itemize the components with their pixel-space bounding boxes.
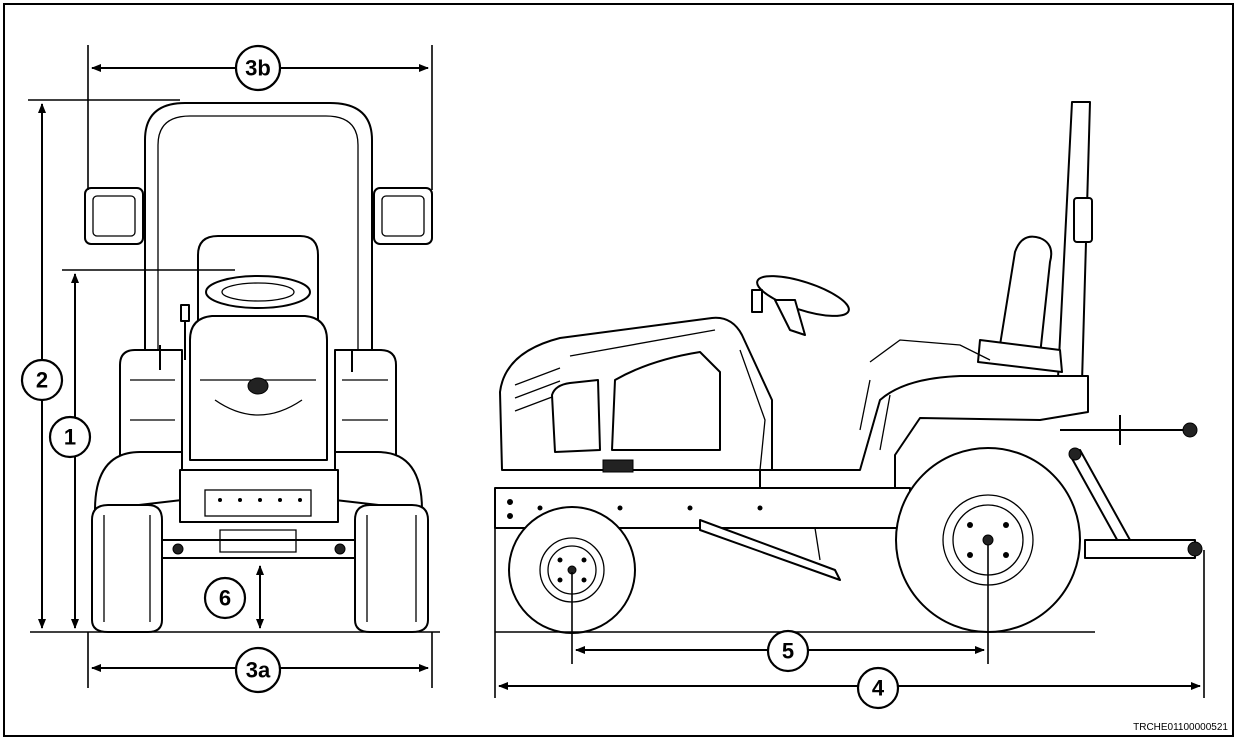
callout-6: 6 <box>203 576 247 620</box>
side-view <box>494 101 1205 698</box>
reference-code: TRCHE01100000521 <box>1133 722 1228 733</box>
callout-2-label: 2 <box>36 368 48 393</box>
callout-1-label: 1 <box>64 425 76 450</box>
callout-5-label: 5 <box>782 639 794 664</box>
callout-1: 1 <box>48 415 92 459</box>
callout-4-label: 4 <box>872 676 885 701</box>
callout-3b: 3b <box>234 44 282 92</box>
callout-3a-label: 3a <box>246 658 271 683</box>
diagram-frame <box>3 3 1234 737</box>
callout-5: 5 <box>766 629 810 673</box>
callout-3b-label: 3b <box>245 56 271 81</box>
callout-2: 2 <box>20 358 64 402</box>
callout-3a: 3a <box>234 646 282 694</box>
callout-6-label: 6 <box>219 586 231 611</box>
callout-4: 4 <box>856 666 900 710</box>
front-view <box>28 45 440 688</box>
